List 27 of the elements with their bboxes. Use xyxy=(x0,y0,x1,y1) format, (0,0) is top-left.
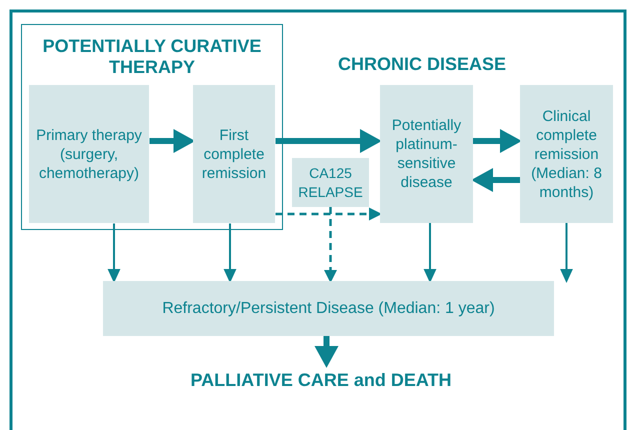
box-text: Potentially platinum-sensitive disease xyxy=(390,116,462,192)
arrow xyxy=(473,129,522,153)
box-text: CA125 RELAPSE xyxy=(297,164,364,202)
group-heading: POTENTIALLY CURATIVE THERAPY xyxy=(42,36,262,78)
process-box xyxy=(380,85,473,223)
arrow xyxy=(471,168,520,192)
group-frame xyxy=(21,24,283,230)
process-box xyxy=(103,281,554,336)
arrow xyxy=(560,223,573,283)
arrow xyxy=(424,223,436,283)
arrow xyxy=(108,224,120,283)
arrow xyxy=(324,207,337,283)
box-text: Clinical complete remission (Median: 8 months) xyxy=(530,106,603,202)
box-text: First complete remission xyxy=(200,126,268,182)
arrow xyxy=(276,208,382,220)
arrow xyxy=(314,336,338,368)
box-text: Primary therapy (surgery, chemotherapy) xyxy=(35,126,143,182)
outcome-text: PALLIATIVE CARE and DEATH xyxy=(170,366,472,394)
arrow xyxy=(224,224,236,283)
process-box xyxy=(520,85,613,223)
process-box xyxy=(29,85,149,223)
arrow xyxy=(276,129,382,153)
arrow xyxy=(150,129,196,153)
process-box xyxy=(292,158,369,207)
box-text: Refractory/Persistent Disease (Median: 1 year) xyxy=(161,299,496,318)
process-box xyxy=(193,85,275,223)
section-heading: CHRONIC DISEASE xyxy=(336,54,508,75)
